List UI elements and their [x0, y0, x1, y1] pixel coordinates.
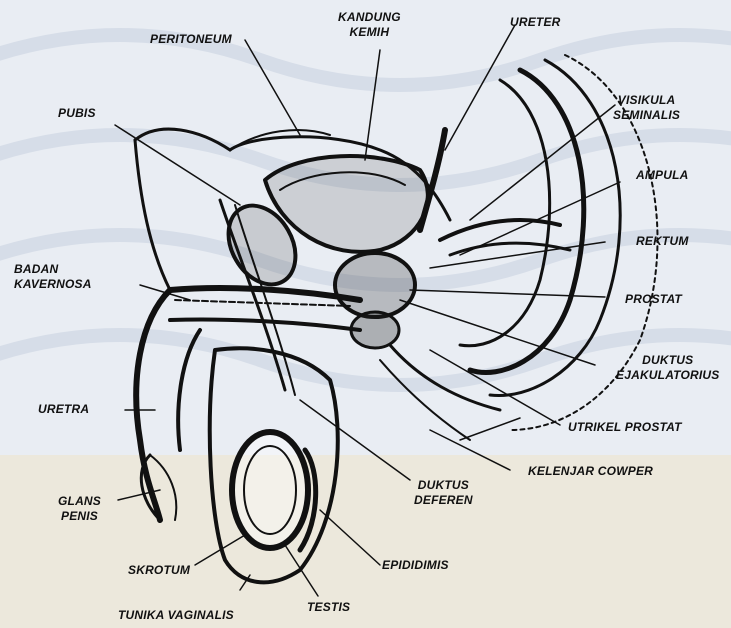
label-badan-kavernosa-line2: KAVERNOSA	[14, 277, 92, 292]
label-pubis: PUBIS	[58, 106, 96, 121]
label-visikula-seminalis-line1: VISIKULA	[613, 93, 680, 108]
label-duktus-ejakulatorius-line1: DUKTUS	[616, 353, 720, 368]
label-kandung-kemih: KANDUNG KEMIH	[338, 10, 401, 40]
label-glans-penis-line1: GLANS	[58, 494, 101, 509]
label-uretra: URETRA	[38, 402, 89, 417]
label-duktus-deferen-line2: DEFEREN	[414, 493, 473, 508]
label-visikula-seminalis-line2: SEMINALIS	[613, 108, 680, 123]
label-prostat: PROSTAT	[625, 292, 682, 307]
label-kelenjar-cowper: KELENJAR COWPER	[528, 464, 653, 479]
label-glans-penis-line2: PENIS	[58, 509, 101, 524]
label-testis: TESTIS	[307, 600, 350, 615]
label-utrikel-prostat: UTRIKEL PROSTAT	[568, 420, 682, 435]
label-duktus-ejakulatorius: DUKTUS EJAKULATORIUS	[616, 353, 720, 383]
label-visikula-seminalis: VISIKULA SEMINALIS	[613, 93, 680, 123]
label-ureter: URETER	[510, 15, 561, 30]
label-rektum: REKTUM	[636, 234, 689, 249]
label-badan-kavernosa: BADAN KAVERNOSA	[14, 262, 92, 292]
label-peritoneum: PERITONEUM	[150, 32, 232, 47]
label-duktus-deferen: DUKTUS DEFEREN	[414, 478, 473, 508]
label-glans-penis: GLANS PENIS	[58, 494, 101, 524]
label-duktus-deferen-line1: DUKTUS	[414, 478, 473, 493]
label-kandung-kemih-line1: KANDUNG	[338, 10, 401, 25]
label-kandung-kemih-line2: KEMIH	[338, 25, 401, 40]
label-tunika-vaginalis: TUNIKA VAGINALIS	[118, 608, 234, 623]
label-badan-kavernosa-line1: BADAN	[14, 262, 92, 277]
label-epididimis: EPIDIDIMIS	[382, 558, 449, 573]
label-skrotum: SKROTUM	[128, 563, 190, 578]
label-ampula: AMPULA	[636, 168, 689, 183]
label-duktus-ejakulatorius-line2: EJAKULATORIUS	[616, 368, 720, 383]
